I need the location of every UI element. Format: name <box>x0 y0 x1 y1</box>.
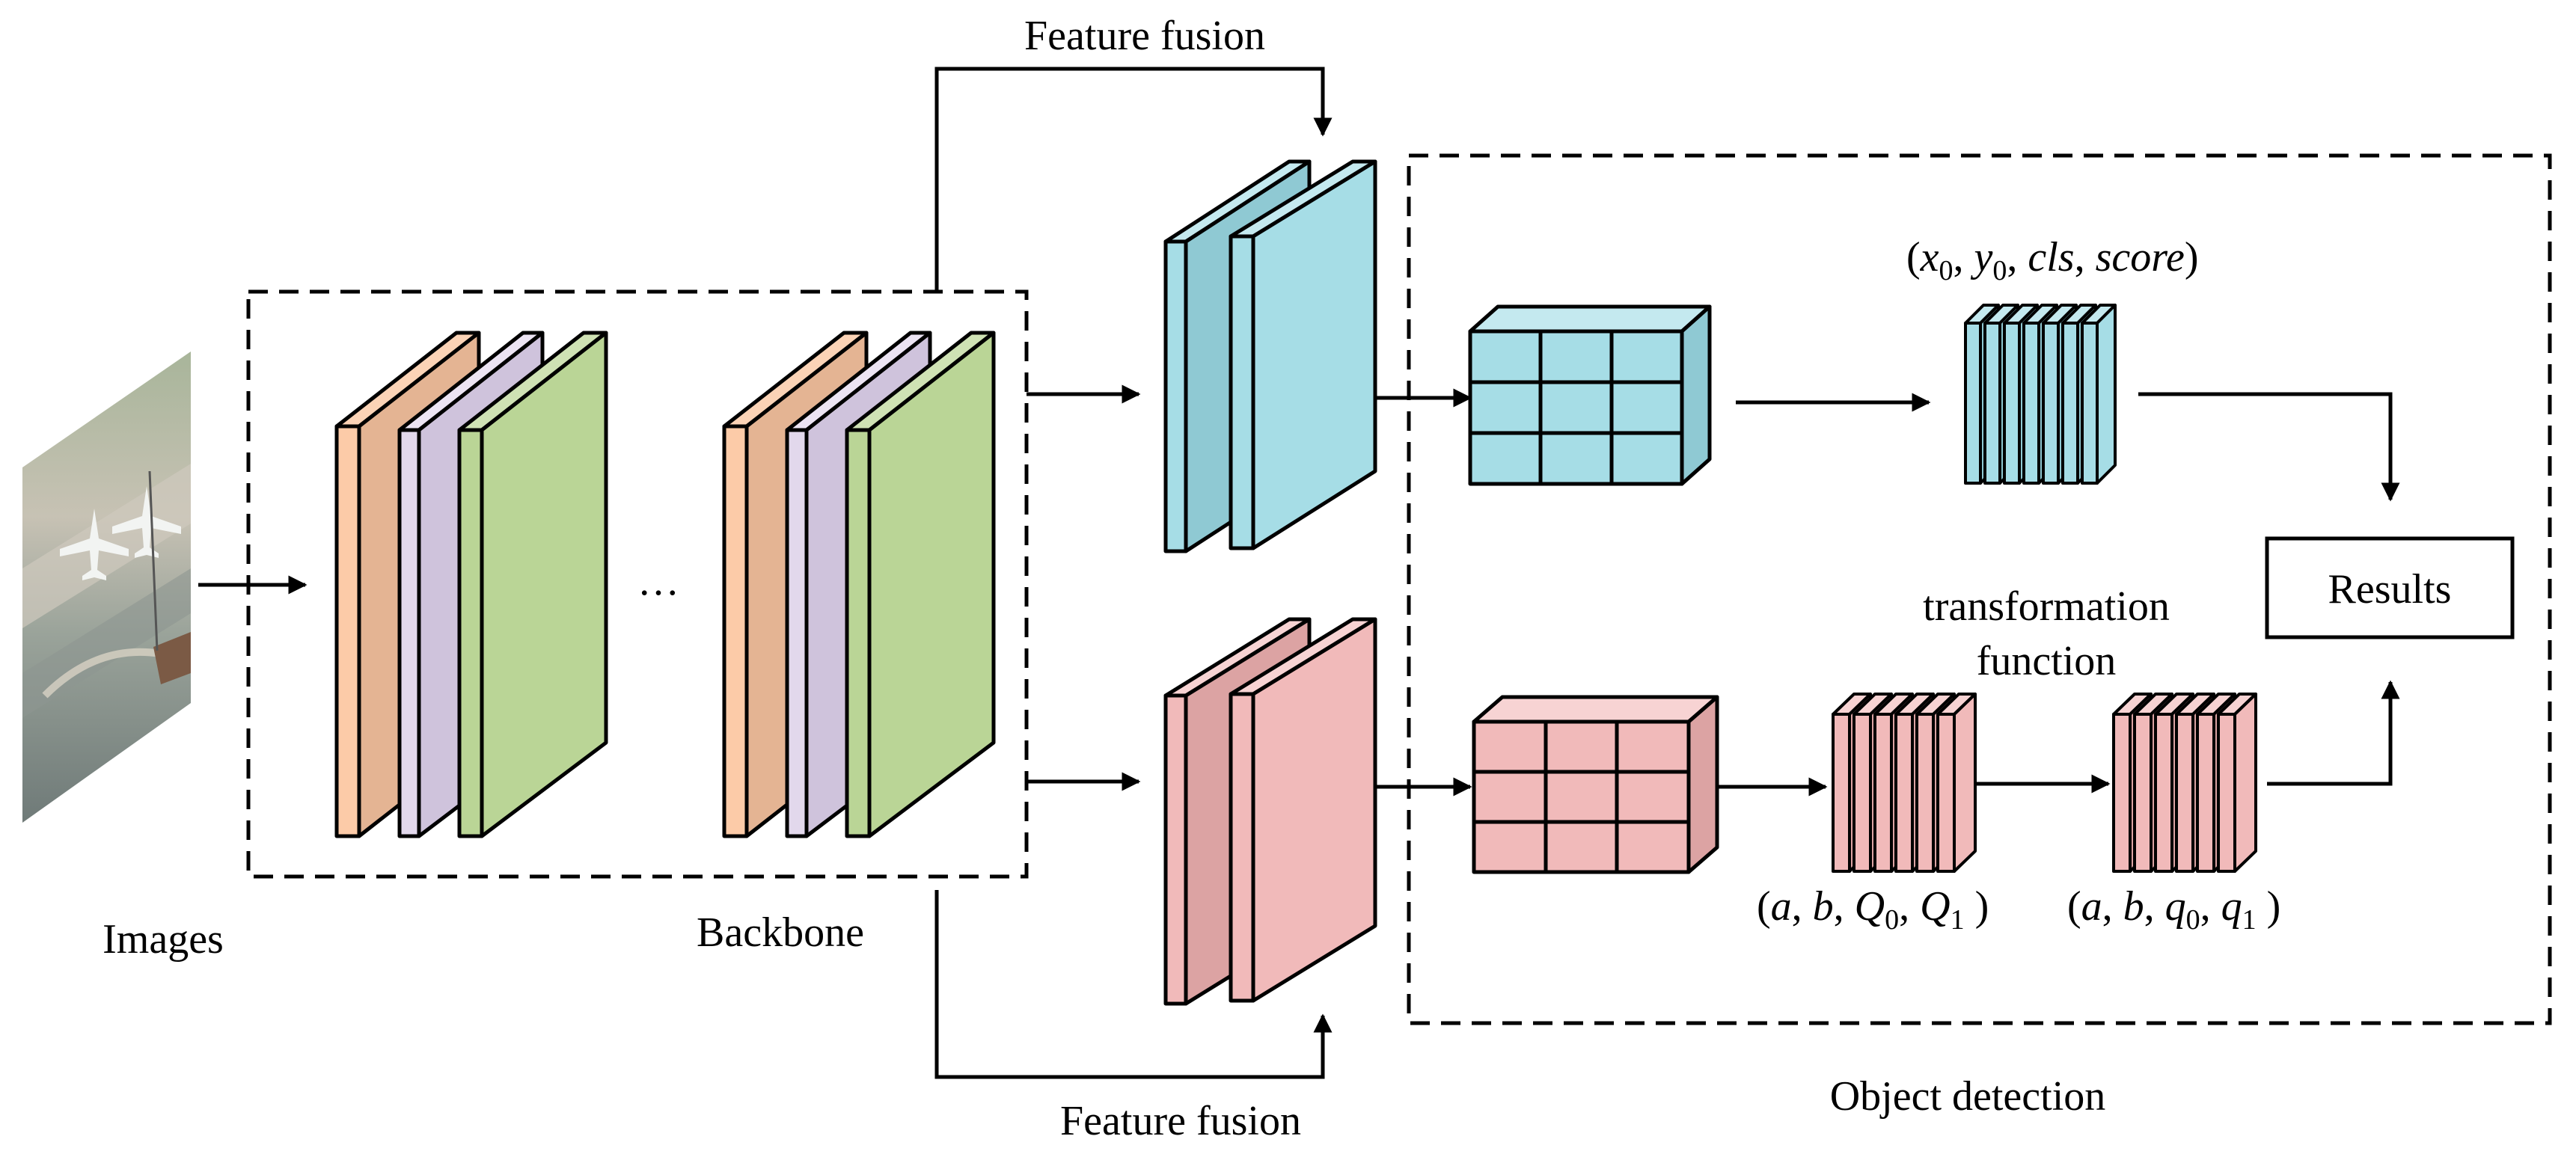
backbone-dashed-box <box>246 289 1029 879</box>
feature-fusion-top-label: Feature fusion <box>1024 13 1265 59</box>
results-label: Results <box>2328 566 2452 613</box>
object-detection-dashed-box <box>1407 153 2552 1025</box>
object-detection-label: Object detection <box>1830 1073 2106 1120</box>
feature-fusion-bottom-path <box>934 890 1333 1079</box>
backbone-layer-green <box>845 331 996 838</box>
feature-fusion-bottom-label: Feature fusion <box>1060 1098 1301 1144</box>
results-box: Results <box>2265 536 2515 639</box>
arrow-pink-stack-to-results <box>2267 680 2400 786</box>
pink-stack-b <box>2112 693 2257 873</box>
bottom-output-formula-b: (a, b, q0, q1 ) <box>2067 883 2280 936</box>
ellipsis: … <box>637 558 679 604</box>
blue-grid-cube <box>1468 304 1712 486</box>
feature-fusion-top-path <box>934 67 1333 292</box>
backbone-label: Backbone <box>697 909 864 956</box>
backbone-group-1 <box>334 331 608 838</box>
pink-grid-cube <box>1472 695 1719 874</box>
airplane-icon <box>60 486 181 580</box>
pink-stack-a <box>1832 693 1977 873</box>
pink-feature-map <box>1163 617 1377 1006</box>
backbone-group-2 <box>722 331 996 838</box>
arrow-blue-stack-to-results <box>2138 392 2400 502</box>
top-output-formula: (x0, y0, cls, score) <box>1906 234 2198 286</box>
transformation-label-line2: function <box>1977 638 2117 684</box>
transformation-label-line1: transformation <box>1923 583 2170 630</box>
blue-output-stack <box>1964 304 2117 485</box>
blue-feature-map <box>1163 159 1377 553</box>
bottom-output-formula-a: (a, b, Q0, Q1 ) <box>1757 883 1989 936</box>
backbone-layer-green <box>457 331 608 838</box>
input-image <box>22 352 191 823</box>
images-label: Images <box>103 916 224 963</box>
